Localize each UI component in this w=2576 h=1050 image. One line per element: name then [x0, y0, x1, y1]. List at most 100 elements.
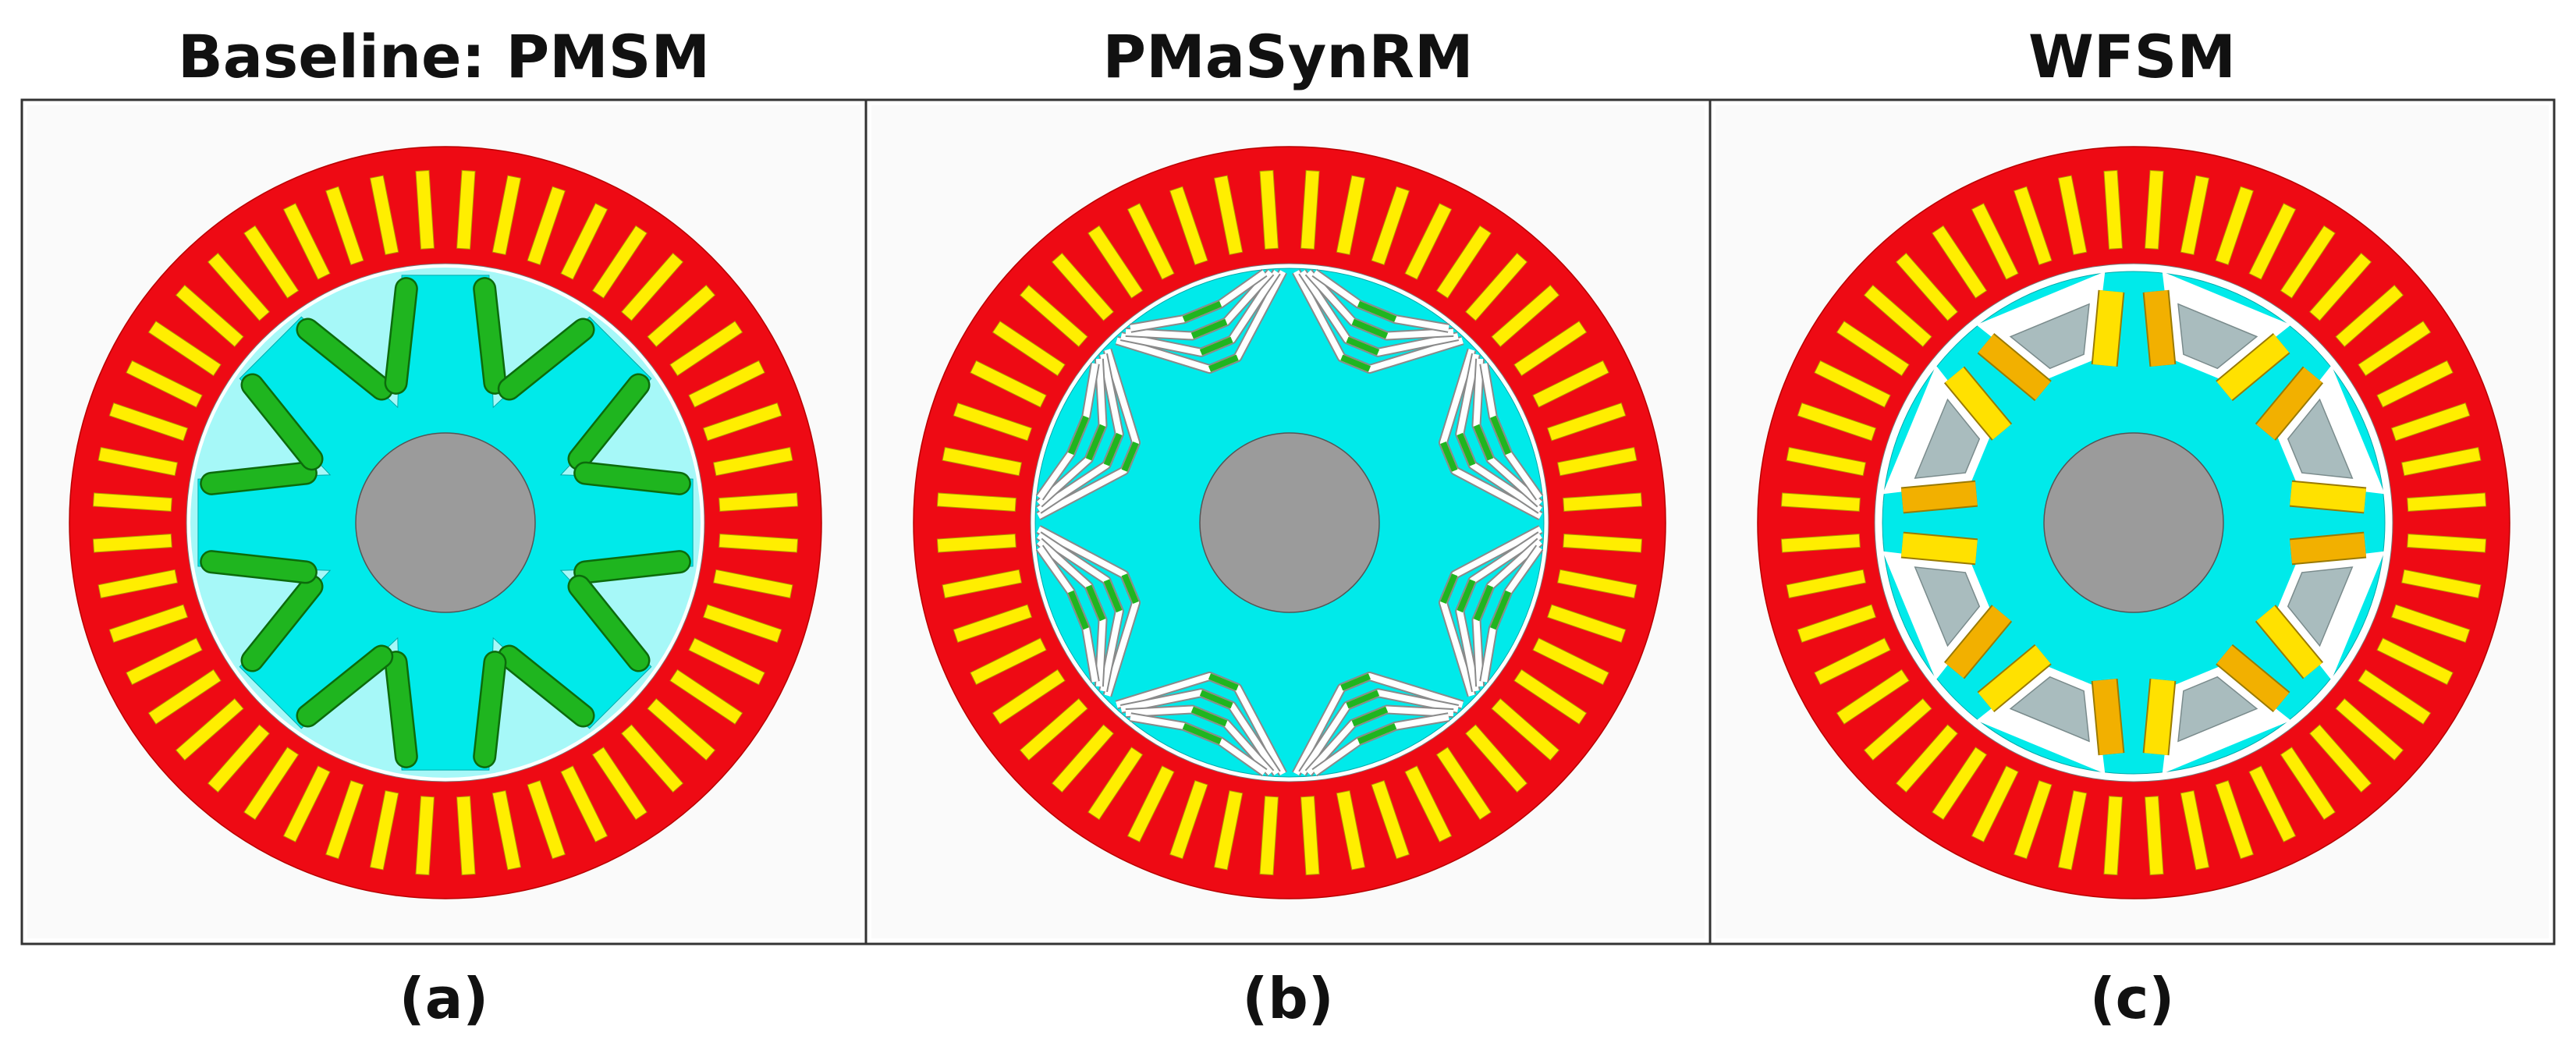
stator-slot-winding [719, 534, 799, 553]
stator-slot-winding [970, 360, 1047, 408]
stator-slot-winding [2215, 779, 2254, 860]
stator-slot-winding [1797, 604, 1877, 643]
field-coil [1978, 334, 2051, 400]
barrier-magnet [1067, 415, 1089, 456]
stator-slot-winding [688, 637, 765, 686]
stator-slot-winding [591, 225, 648, 299]
barrier-magnet [1208, 354, 1239, 372]
panel-a-title: Baseline: PMSM [177, 22, 711, 91]
barrier-magnet [1199, 690, 1233, 709]
stator-slot-winding [2248, 203, 2297, 280]
stator-slot-winding [1300, 169, 1320, 250]
field-coil [2256, 367, 2322, 440]
stator-slot-winding [591, 747, 648, 821]
stator-slot-winding [2145, 796, 2164, 876]
stator-slot-winding [2335, 697, 2404, 761]
stator-slot-winding [456, 796, 476, 876]
stator-slot-winding [953, 604, 1033, 643]
stator-slot-winding [2358, 321, 2432, 377]
barrier-magnet [1121, 441, 1139, 472]
stator-slot-winding [719, 492, 799, 512]
stator-slot-winding [2057, 175, 2088, 256]
barrier-magnet [1103, 579, 1123, 613]
stator-slot-winding [1051, 724, 1115, 793]
stator-slot-winding [369, 175, 399, 256]
rotor-slot [2009, 676, 2090, 743]
stator-slot-winding [2014, 186, 2053, 266]
stator-slot-winding [1932, 225, 1988, 299]
panel-c-title: WFSM [2028, 22, 2237, 91]
stator-slot-winding [1836, 669, 1910, 725]
stator-slot-winding [712, 569, 793, 599]
stator-slot-winding [2280, 747, 2336, 821]
stator-slot-winding [1371, 186, 1410, 266]
stator-slot-winding [2358, 669, 2432, 725]
barrier-magnet [1457, 579, 1476, 613]
stator-slot-winding [2103, 169, 2123, 250]
stator-slot-winding [2376, 360, 2454, 408]
panel-a-caption: (a) [399, 966, 489, 1031]
stator-slot-winding [456, 169, 476, 250]
stator-slot-winding [1435, 225, 1492, 299]
stator-slot-winding [1563, 492, 1643, 512]
stator-slot-winding [1491, 697, 1560, 761]
stator-slot-winding [527, 186, 566, 266]
stator-slot-winding [1546, 403, 1627, 442]
stator-slot-winding [712, 446, 793, 477]
field-coil [1900, 533, 1978, 564]
stator-slot-winding [369, 789, 399, 871]
stator-slot-winding [325, 186, 364, 266]
motor-wfsm [1757, 146, 2510, 899]
stator-slot-winding [1556, 446, 1637, 477]
stator-slot-winding [942, 446, 1023, 477]
stator-slot-winding [1371, 779, 1410, 860]
permanent-magnet [243, 576, 322, 671]
stator-slot-winding [2400, 446, 2482, 477]
permanent-magnet [386, 652, 417, 767]
barrier-magnet [1182, 723, 1222, 745]
permanent-magnet [569, 374, 648, 469]
stator-slot-winding [1088, 747, 1144, 821]
stator-slot-winding [942, 569, 1023, 599]
stator-slot-winding [1971, 765, 2019, 842]
permanent-magnet [569, 576, 648, 671]
stator-slot-winding [702, 604, 782, 643]
rotor-slot [2009, 303, 2090, 370]
field-coil [2290, 481, 2367, 513]
stator-slot-winding [1336, 175, 1366, 256]
barrier-magnet [1457, 432, 1476, 466]
barrier-magnet [1182, 300, 1222, 322]
stator-slot-winding [175, 284, 244, 348]
stator-slot-winding [1797, 403, 1877, 442]
stator-slot-winding [1863, 697, 1932, 761]
stator-slot-winding [2390, 403, 2471, 442]
stator-slot-winding [243, 225, 300, 299]
stator-slot-winding [2057, 789, 2088, 871]
stator-slot-winding [647, 697, 716, 761]
field-coil [2092, 679, 2124, 756]
stator-slot-winding [1814, 360, 1891, 408]
stator-slot-winding [1780, 492, 1861, 512]
permanent-magnet [474, 652, 505, 767]
stator-slot-winding [560, 765, 609, 842]
stator-slot-winding [1513, 321, 1588, 377]
barrier-magnet [1490, 415, 1512, 456]
barrier-magnet [1346, 690, 1380, 709]
stator-slot-winding [647, 284, 716, 348]
stator-slot-winding [1464, 252, 1528, 321]
barrier-magnet [1473, 584, 1494, 622]
stator-slot-winding [1435, 747, 1492, 821]
stator-slot-winding [1127, 765, 1175, 842]
stator-slot-winding [1051, 252, 1115, 321]
stator-slot-winding [415, 796, 435, 876]
field-coil [2256, 605, 2322, 679]
stator-slot-winding [688, 360, 765, 408]
stator-slot-winding [2103, 796, 2123, 876]
shaft [2043, 432, 2224, 613]
barrier-magnet [1440, 573, 1458, 605]
stator-slot-winding [491, 175, 522, 256]
shaft [355, 432, 536, 613]
stator-slot-winding [2308, 724, 2372, 793]
stator-slot-winding [620, 724, 684, 793]
stator-slot-winding [491, 789, 522, 871]
